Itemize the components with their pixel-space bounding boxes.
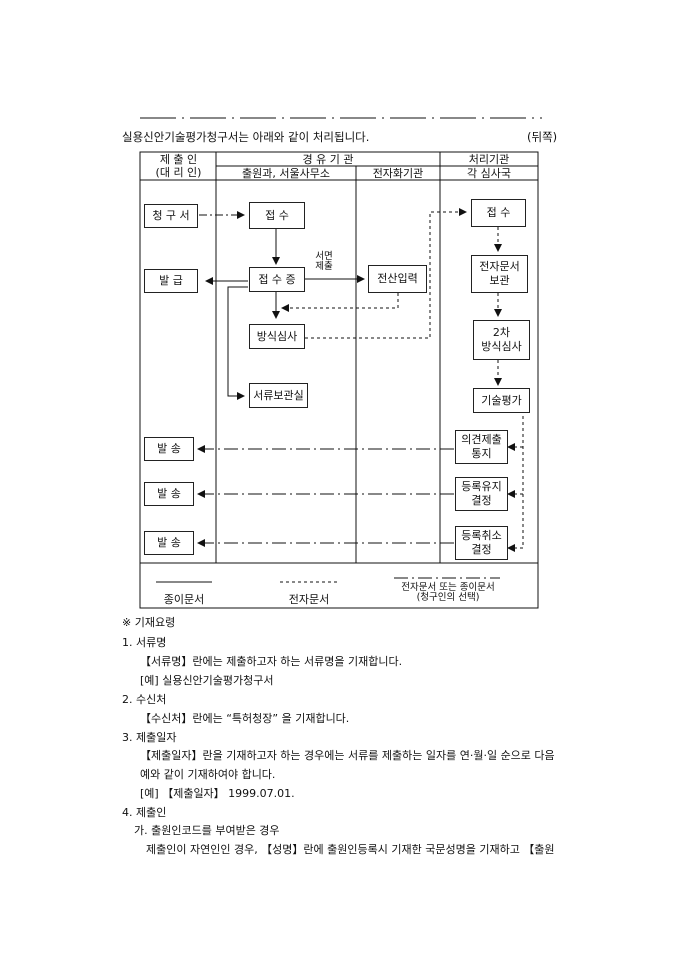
- note-4b: 제출인이 자연인인 경우, 【성명】란에 출원인등록시 기재한 국문성명을 기재…: [146, 843, 555, 856]
- note-4a: 가. 출원인코드를 부여받은 경우: [134, 824, 280, 837]
- header-processing-agency: 처리기관: [468, 153, 510, 166]
- second-formality-review-box: 2차 방식심사: [473, 320, 530, 360]
- note-3a: 【제출일자】란을 기재하고자 하는 경우에는 서류를 제출하는 일자를 연·월·…: [140, 749, 555, 762]
- header-relay-agency: 경 유 기 관: [302, 153, 354, 166]
- header-submitter: 제 출 인 (대 리 인): [155, 153, 202, 179]
- cancel-registration-box: 등록취소 결정: [455, 526, 508, 560]
- send-box-3: 발 송: [144, 531, 194, 555]
- receipt-certificate-box: 접 수 증: [249, 267, 305, 292]
- maintain-registration-box: 등록유지 결정: [455, 477, 508, 511]
- page-side-label: (뒤쪽): [527, 130, 558, 144]
- note-3: 3. 제출일자: [122, 731, 177, 744]
- receipt-box-2: 접 수: [471, 199, 526, 227]
- issue-box: 발 급: [144, 269, 198, 293]
- cut-line: [140, 117, 542, 119]
- request-form-box: 청 구 서: [144, 204, 198, 228]
- paper-submission-label: 서면 제출: [315, 251, 333, 272]
- note-1b: [예] 실용신안기술평가청구서: [140, 674, 274, 687]
- notes-title: ※ 기재요령: [122, 616, 176, 629]
- header-exam-bureau: 각 심사국: [467, 167, 511, 180]
- e-document-storage-box: 전자문서 보관: [471, 255, 528, 293]
- note-3b: 예와 같이 기재하여야 합니다.: [140, 768, 276, 781]
- note-4: 4. 제출인: [122, 806, 167, 819]
- page-heading: 실용신안기술평가청구서는 아래와 같이 처리됩니다.: [122, 130, 370, 144]
- header-digitization-agency: 전자화기관: [372, 167, 424, 180]
- opinion-notice-box: 의견제출 통지: [455, 430, 508, 464]
- send-box-2: 발 송: [144, 482, 194, 506]
- records-room-box: 서류보관실: [249, 383, 308, 408]
- note-2a: 【수신처】란에는 “특허청장” 을 기재합니다.: [140, 712, 350, 725]
- header-filing-office: 출원과, 서울사무소: [242, 167, 330, 180]
- note-3c: [예] 【제출일자】 1999.07.01.: [140, 787, 295, 800]
- legend-electronic: 전자문서: [288, 593, 330, 606]
- legend-paper: 종이문서: [163, 593, 205, 606]
- receipt-box: 접 수: [249, 202, 305, 229]
- send-box-1: 발 송: [144, 437, 194, 461]
- technical-evaluation-box: 기술평가: [473, 388, 530, 413]
- formality-review-box: 방식심사: [249, 324, 305, 349]
- note-2: 2. 수신처: [122, 693, 167, 706]
- note-1: 1. 서류명: [122, 636, 167, 649]
- data-entry-box: 전산입력: [368, 265, 427, 293]
- legend-either: 전자문서 또는 종이문서 (청구인의 선택): [401, 582, 495, 603]
- note-1a: 【서류명】란에는 제출하고자 하는 서류명을 기재합니다.: [140, 655, 403, 668]
